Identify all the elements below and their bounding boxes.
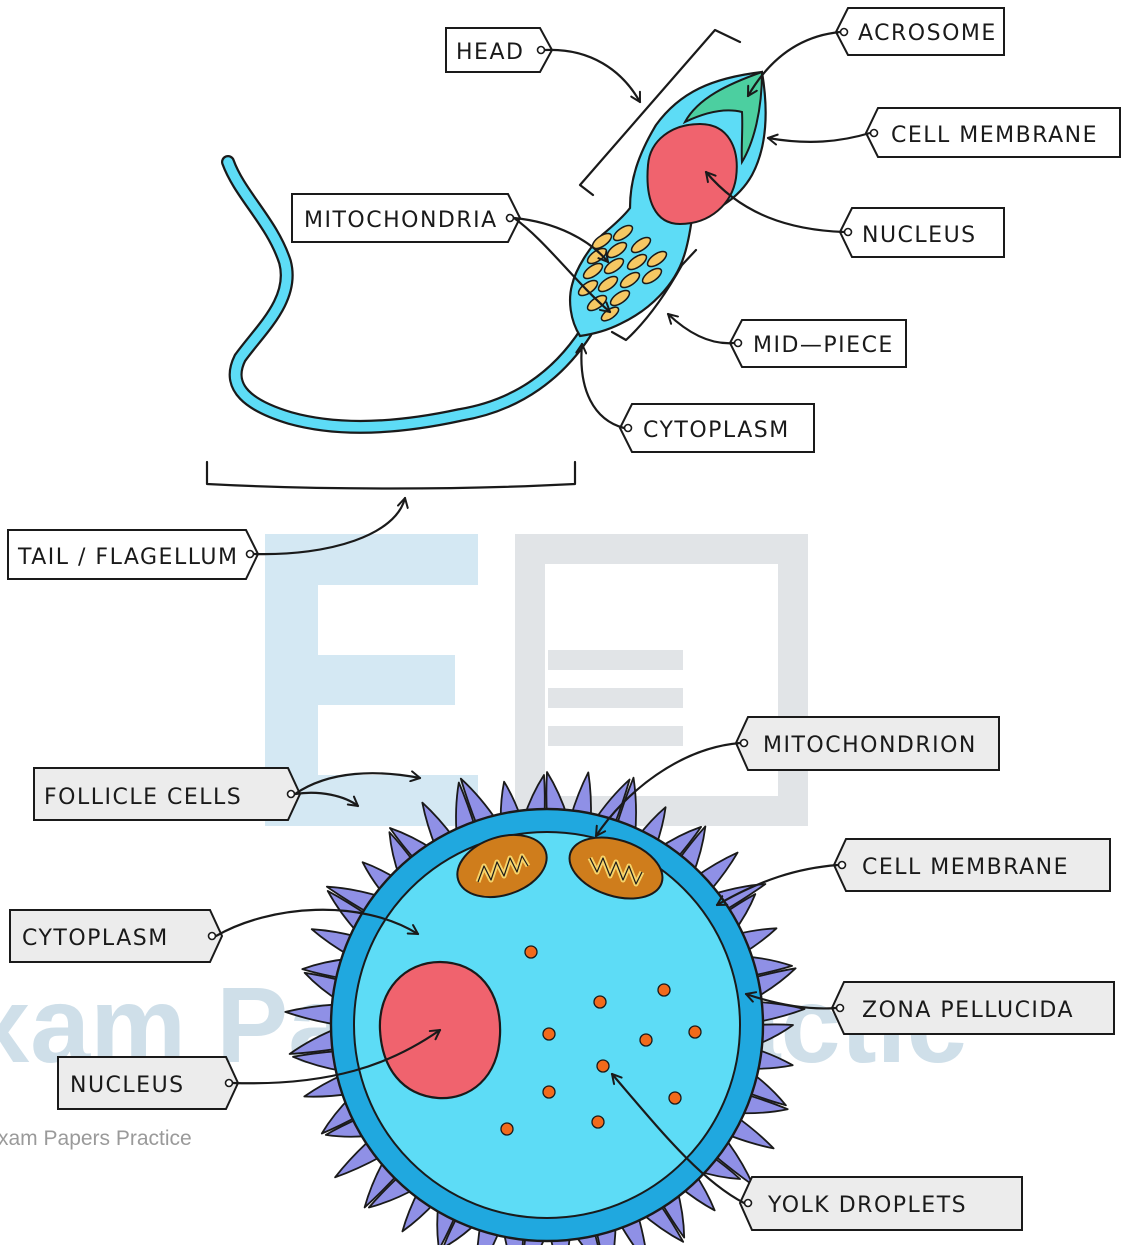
label-sperm-cytoplasm-text: CYTOPLASM [643, 418, 790, 443]
label-zona-text: ZONA PELLUCIDA [862, 998, 1074, 1023]
egg-cell [285, 772, 804, 1245]
label-head-text: HEAD [456, 40, 524, 65]
label-acrosome-text: ACROSOME [858, 21, 997, 46]
label-follicle-text: FOLLICLE CELLS [44, 785, 242, 810]
label-egg-cytoplasm-text: CYTOPLASM [22, 926, 169, 951]
sperm-labels: HEAD ACROSOME CELL MEMBRANE MITOCHONDRIA [8, 8, 1120, 579]
label-sperm-cell-membrane: CELL MEMBRANE [768, 108, 1120, 157]
label-egg-cell-membrane: CELL MEMBRANE [717, 839, 1110, 905]
label-sperm-nucleus-text: NUCLEUS [862, 223, 977, 248]
label-midpiece-text: MID—PIECE [753, 333, 894, 358]
label-midpiece: MID—PIECE [668, 314, 906, 367]
label-egg-membrane-text: CELL MEMBRANE [862, 855, 1069, 880]
label-tail-text: TAIL / FLAGELLUM [17, 545, 238, 570]
label-sperm-mitochondria: MITOCHONDRIA [292, 194, 610, 312]
sperm-nucleus [647, 124, 736, 224]
label-head: HEAD [446, 28, 640, 102]
label-acrosome: ACROSOME [748, 8, 1004, 96]
tail-bracket [207, 462, 575, 489]
label-sperm-membrane-text: CELL MEMBRANE [891, 123, 1098, 148]
label-yolk-text: YOLK DROPLETS [767, 1193, 967, 1218]
watermark-caption: xam Papers Practice [0, 1127, 192, 1150]
label-sperm-nucleus: NUCLEUS [706, 172, 1004, 257]
label-egg-nucleus-text: NUCLEUS [70, 1073, 185, 1098]
label-sperm-mito-text: MITOCHONDRIA [304, 208, 498, 233]
label-egg-mito-text: MITOCHONDRION [763, 733, 977, 758]
watermark-logo-box [515, 534, 808, 826]
watermark-logo-e [265, 534, 478, 826]
